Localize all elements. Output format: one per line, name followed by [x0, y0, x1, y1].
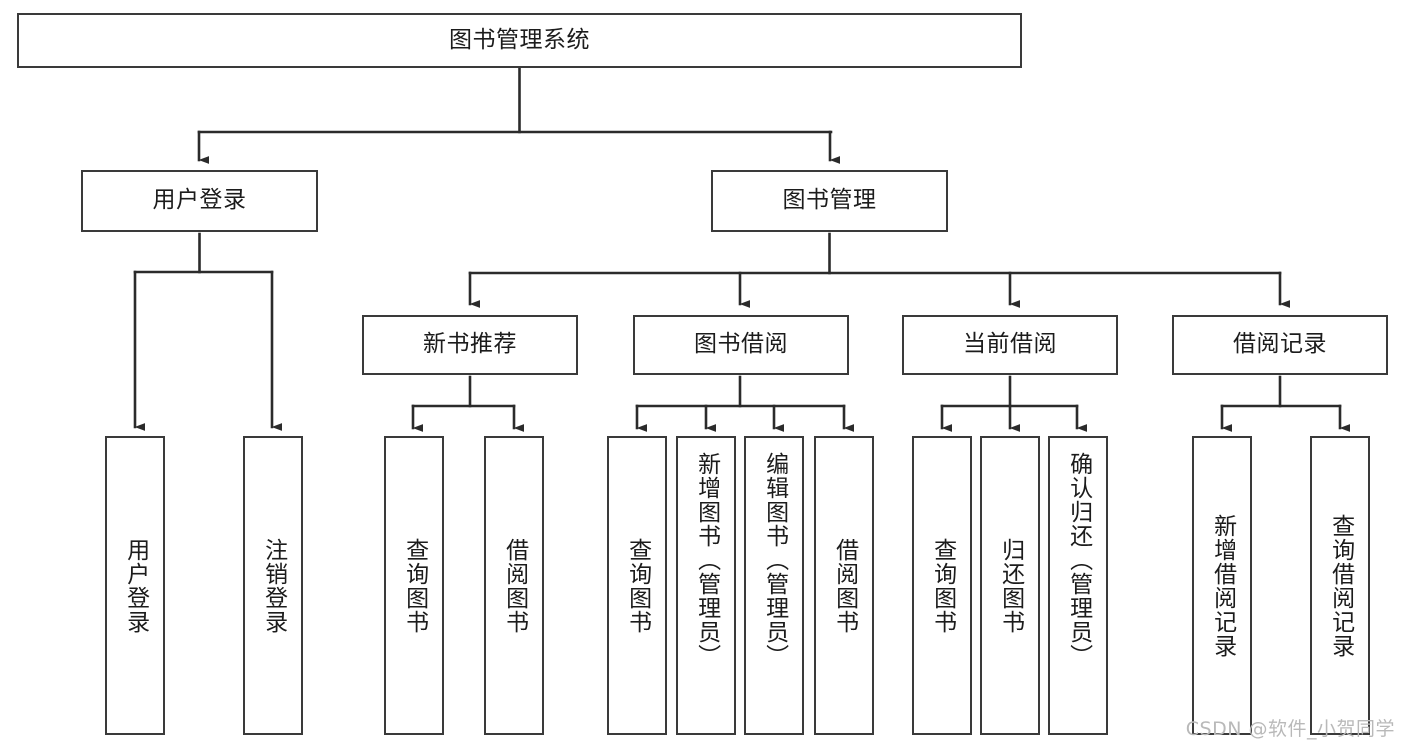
leaf-add-borrow-record[interactable]: 新增借阅记录: [1192, 436, 1252, 735]
node-book-management[interactable]: 图书管理: [711, 170, 948, 232]
node-label: 新增借阅记录: [1209, 513, 1236, 658]
node-label: 新书推荐: [423, 331, 517, 358]
leaf-query-book-borrow[interactable]: 查询图书: [607, 436, 667, 735]
node-label: 编辑图书（管理员）: [761, 452, 788, 668]
node-label: 借阅图书: [831, 537, 858, 634]
node-label: 查询图书: [929, 537, 956, 634]
node-label: 当前借阅: [963, 331, 1057, 358]
leaf-borrow-book-newbook[interactable]: 借阅图书: [484, 436, 544, 735]
node-label: 图书管理: [782, 187, 877, 214]
leaf-return-book[interactable]: 归还图书: [980, 436, 1040, 735]
node-label: 归还图书: [997, 537, 1024, 634]
node-label: 查询图书: [624, 537, 651, 634]
leaf-borrow-book-borrow[interactable]: 借阅图书: [814, 436, 874, 735]
node-label: 确认归还（管理员）: [1065, 452, 1092, 668]
node-root-book-management-system[interactable]: 图书管理系统: [17, 13, 1022, 68]
leaf-edit-book-admin[interactable]: 编辑图书（管理员）: [744, 436, 804, 735]
leaf-query-book-newbook[interactable]: 查询图书: [384, 436, 444, 735]
node-label: 借阅图书: [501, 537, 528, 634]
leaf-query-borrow-record[interactable]: 查询借阅记录: [1310, 436, 1370, 735]
csdn-watermark: CSDN @软件_小贺同学: [1185, 718, 1395, 740]
node-label: 用户登录: [122, 537, 149, 634]
node-user-login[interactable]: 用户登录: [81, 170, 318, 232]
node-label: 借阅记录: [1233, 331, 1327, 358]
node-current-borrowing[interactable]: 当前借阅: [902, 315, 1118, 375]
node-label: 图书管理系统: [449, 26, 590, 53]
node-new-book-recommendation[interactable]: 新书推荐: [362, 315, 578, 375]
node-label: 注销登录: [260, 537, 287, 634]
leaf-add-book-admin[interactable]: 新增图书（管理员）: [676, 436, 736, 735]
leaf-confirm-return-admin[interactable]: 确认归还（管理员）: [1048, 436, 1108, 735]
leaf-logout[interactable]: 注销登录: [243, 436, 303, 735]
node-label: 图书借阅: [694, 331, 788, 358]
leaf-query-book-current[interactable]: 查询图书: [912, 436, 972, 735]
leaf-user-login[interactable]: 用户登录: [105, 436, 165, 735]
node-label: 用户登录: [152, 187, 247, 214]
node-book-borrowing[interactable]: 图书借阅: [633, 315, 849, 375]
node-label: 新增图书（管理员）: [693, 452, 720, 668]
node-borrow-record[interactable]: 借阅记录: [1172, 315, 1388, 375]
node-label: 查询借阅记录: [1327, 513, 1354, 658]
node-label: 查询图书: [401, 537, 428, 634]
